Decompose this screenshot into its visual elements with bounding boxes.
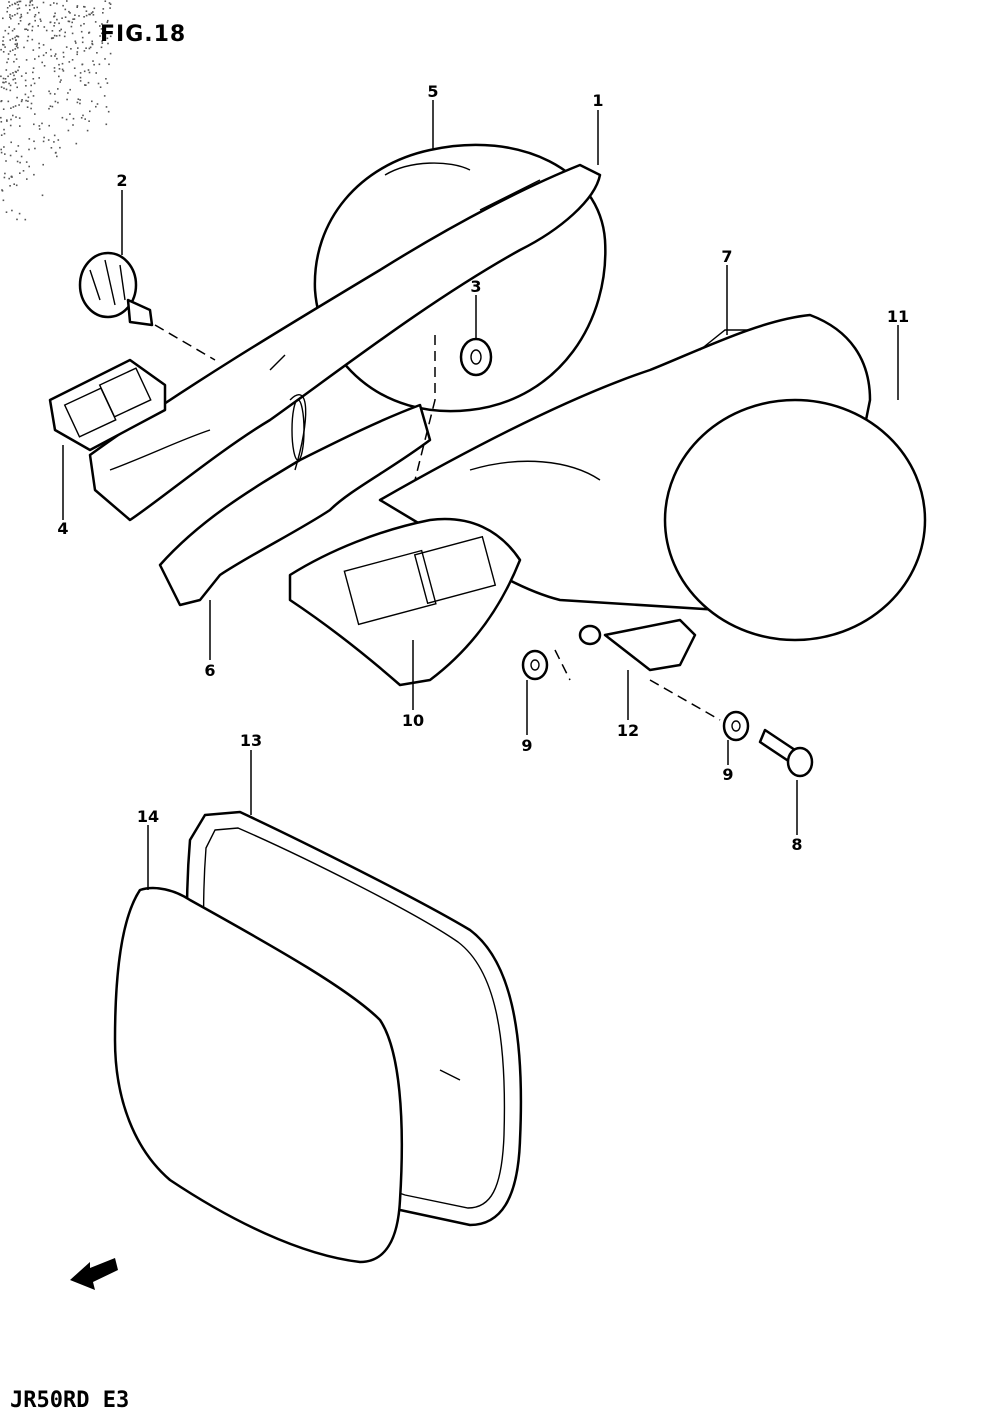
part-9-washer-b	[722, 710, 750, 742]
leader-lines	[62, 100, 899, 890]
callout-6: 6	[204, 661, 215, 680]
callout-labels: 5 1 2 3 4 7 11 6 10 9 12 9 8 13 14	[57, 82, 909, 854]
model-code: JR50RD E3	[10, 1388, 130, 1413]
part-11-crankcase-cover	[378, 313, 927, 642]
callout-2: 2	[116, 171, 127, 190]
callout-9a: 9	[521, 736, 532, 755]
part-2-knob-screw	[78, 251, 154, 327]
callout-1: 1	[592, 91, 603, 110]
figure-label: FIG.18	[100, 22, 187, 47]
callout-13: 13	[240, 731, 262, 750]
callout-7: 7	[721, 247, 732, 266]
part-3-washer	[459, 337, 493, 377]
callout-14: 14	[137, 807, 159, 826]
part-4-grommet	[48, 358, 167, 452]
part-6-frame-cover	[158, 394, 432, 607]
callout-8: 8	[791, 835, 802, 854]
callout-4: 4	[57, 519, 68, 538]
scan-noise	[0, 0, 112, 221]
part-14-panel	[113, 886, 461, 1264]
front-arrow-icon	[70, 1258, 118, 1290]
callout-10: 10	[402, 711, 424, 730]
callout-9b: 9	[722, 765, 733, 784]
part-9-washer-a	[521, 649, 549, 681]
part-12-plate	[578, 618, 697, 672]
part-1-upper-cover	[88, 163, 602, 522]
callout-11: 11	[887, 307, 909, 326]
part-8-bolt	[758, 728, 814, 778]
callout-5: 5	[427, 82, 438, 101]
part-10-lower-bracket	[288, 517, 522, 687]
callout-12: 12	[617, 721, 639, 740]
callout-3: 3	[470, 277, 481, 296]
